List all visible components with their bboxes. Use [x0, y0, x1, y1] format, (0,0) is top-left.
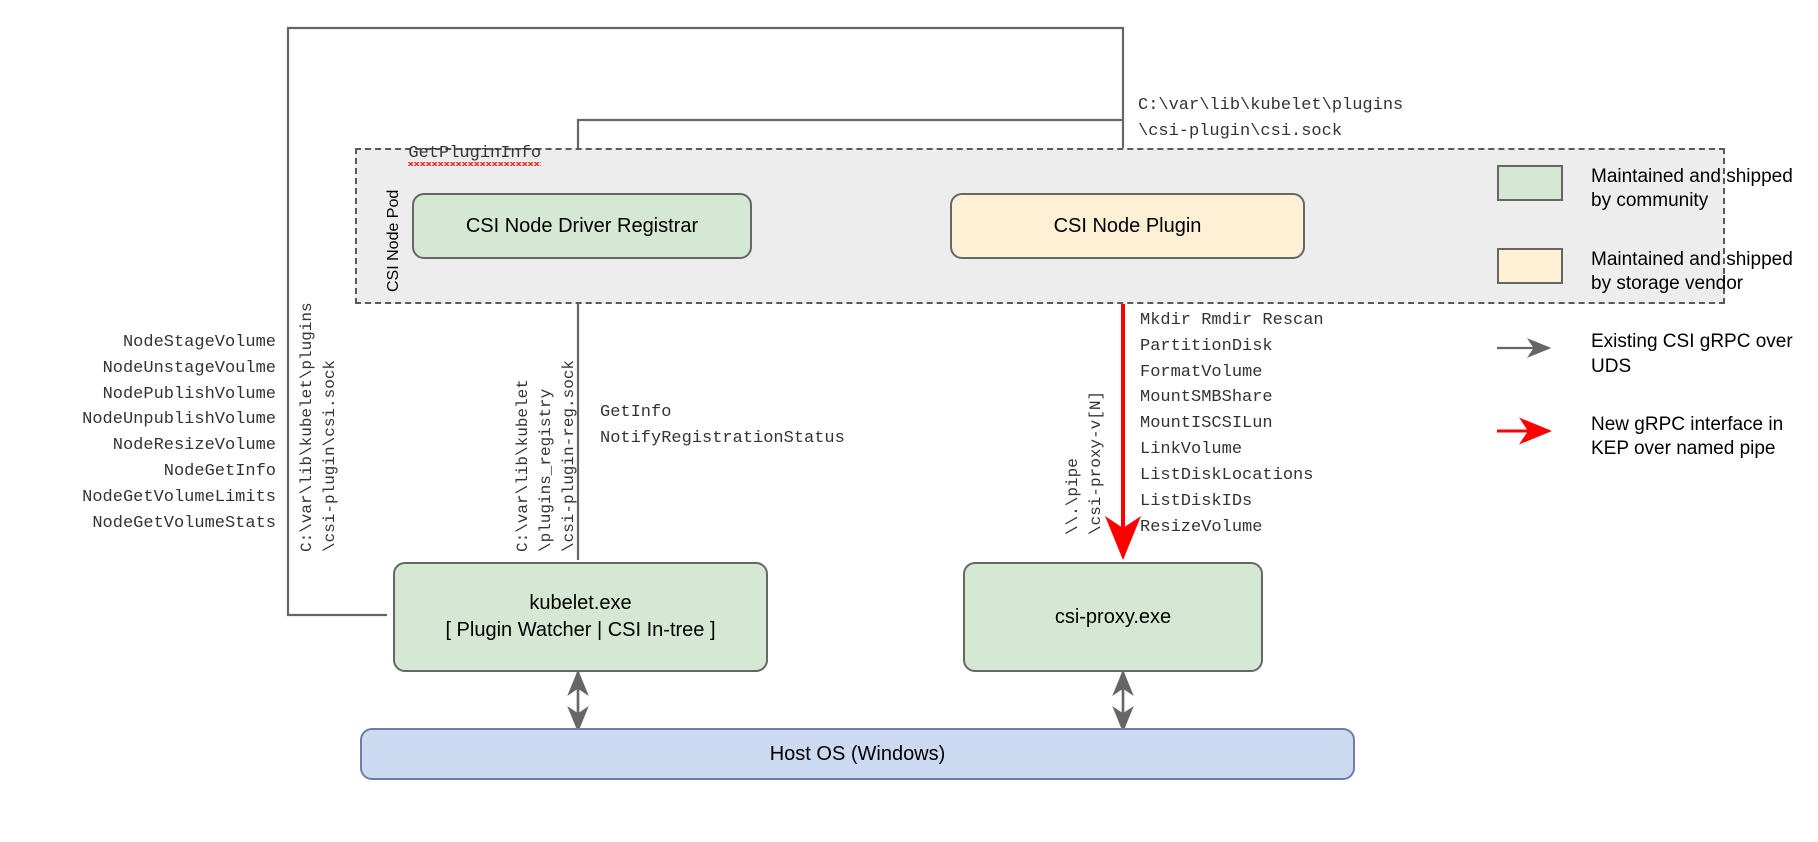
- csi-proxy-exe-box[interactable]: csi-proxy.exe: [963, 562, 1263, 672]
- csi-node-plugin-label: CSI Node Plugin: [1053, 214, 1202, 237]
- legend-label-new-grpc: New gRPC interface in KEP over named pip…: [1591, 413, 1784, 460]
- kubelet-csi-socket-vertical-label: C:\var\lib\kubelet\plugins \csi-plugin\c…: [298, 302, 340, 552]
- csi-proxy-exe-label: csi-proxy.exe: [1054, 605, 1172, 628]
- legend-arrow-gray-icon: [1497, 330, 1563, 366]
- csi-node-driver-registrar-box[interactable]: CSI Node Driver Registrar: [412, 193, 752, 259]
- legend-arrow-red-icon: [1497, 413, 1563, 449]
- legend-label-vendor: Maintained and shipped by storage vendor: [1591, 248, 1793, 294]
- csi-node-pod-label: CSI Node Pod: [385, 189, 402, 292]
- legend-item-community: Maintained and shipped by community: [1497, 165, 1807, 214]
- kubelet-exe-sublabel: [ Plugin Watcher | CSI In-tree ]: [445, 619, 716, 641]
- legend-swatch-vendor: [1497, 247, 1563, 284]
- kubelet-exe-label: kubelet.exe: [529, 592, 632, 614]
- get-plugin-info-label: GetPluginInfo: [388, 115, 541, 167]
- host-os-label: Host OS (Windows): [769, 742, 946, 765]
- named-pipe-vertical-label: \\.\pipe \csi-proxy-v[N]: [1064, 390, 1106, 535]
- legend-label-existing-grpc: Existing CSI gRPC over UDS: [1591, 331, 1793, 377]
- legend-swatch-community: [1497, 165, 1563, 201]
- registrar-rpc-list: GetInfo NotifyRegistrationStatus: [600, 403, 845, 448]
- kubelet-exe-box[interactable]: kubelet.exe [ Plugin Watcher | CSI In-tr…: [393, 562, 768, 672]
- legend: Maintained and shipped by community Main…: [1497, 165, 1807, 496]
- legend-item-vendor: Maintained and shipped by storage vendor: [1497, 247, 1807, 297]
- csi-node-plugin-box[interactable]: CSI Node Plugin: [950, 193, 1305, 259]
- node-service-rpc-list: NodeStageVolume NodeUnstageVoulme NodePu…: [82, 333, 276, 533]
- csi-node-driver-registrar-label: CSI Node Driver Registrar: [465, 214, 699, 237]
- legend-label-community: Maintained and shipped by community: [1591, 166, 1793, 212]
- csi-node-pod-container: [355, 148, 1725, 304]
- legend-item-new-grpc: New gRPC interface in KEP over named pip…: [1497, 413, 1807, 462]
- csi-proxy-rpc-list: Mkdir Rmdir Rescan PartitionDisk FormatV…: [1140, 311, 1324, 537]
- host-os-box[interactable]: Host OS (Windows): [360, 728, 1355, 780]
- plugin-socket-path-label: C:\var\lib\kubelet\plugins \csi-plugin\c…: [1138, 96, 1404, 141]
- registry-socket-vertical-label: C:\var\lib\kubelet \plugins_registry \cs…: [514, 359, 579, 552]
- legend-item-existing-grpc: Existing CSI gRPC over UDS: [1497, 330, 1807, 379]
- get-plugin-info-text: GetPluginInfo: [408, 143, 542, 163]
